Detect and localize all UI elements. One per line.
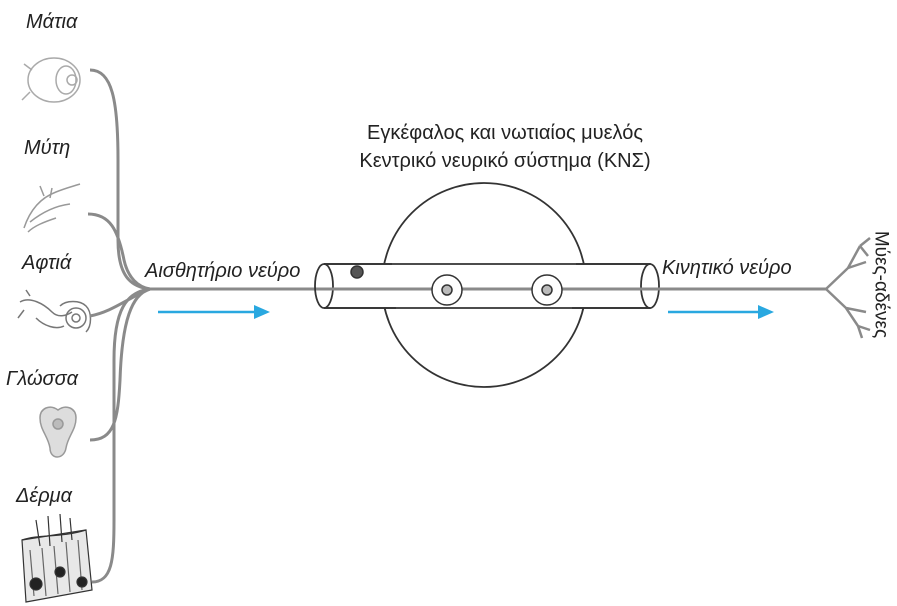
- cns-body: [314, 182, 660, 388]
- sense-label-skin: Δέρμα: [16, 485, 73, 507]
- sensory-nerve-label: Αισθητήριο νεύρο: [145, 260, 301, 282]
- ganglion-cell: [431, 274, 563, 306]
- tongue-icon: [39, 406, 77, 458]
- motor-direction-arrow: [668, 305, 774, 319]
- motor-nerve-branches: [825, 237, 871, 339]
- cns-tube-lines: [324, 263, 650, 309]
- skin-icon: [21, 513, 93, 603]
- sense-label-nose: Μύτη: [24, 137, 71, 159]
- ear-icon: [17, 289, 92, 333]
- sensory-direction-arrow: [158, 305, 270, 319]
- sense-label-eyes: Μάτια: [26, 11, 78, 33]
- receptor-node: [350, 265, 364, 279]
- motor-nerve-label: Κινητικό νεύρο: [662, 257, 792, 279]
- sense-label-tongue: Γλώσσα: [6, 368, 79, 390]
- cns-title-line1: Εγκέφαλος και νωτιαίος μυελός: [367, 122, 643, 144]
- sense-label-ears: Αφτιά: [22, 252, 72, 274]
- sensory-nerve-fibers: [87, 68, 318, 584]
- cns-title-line2: Κεντρικό νευρικό σύστημα (ΚΝΣ): [359, 150, 651, 172]
- effectors-label: Μύες-αδένες: [870, 230, 892, 339]
- eye-icon: [21, 57, 81, 103]
- nose-icon: [23, 183, 81, 233]
